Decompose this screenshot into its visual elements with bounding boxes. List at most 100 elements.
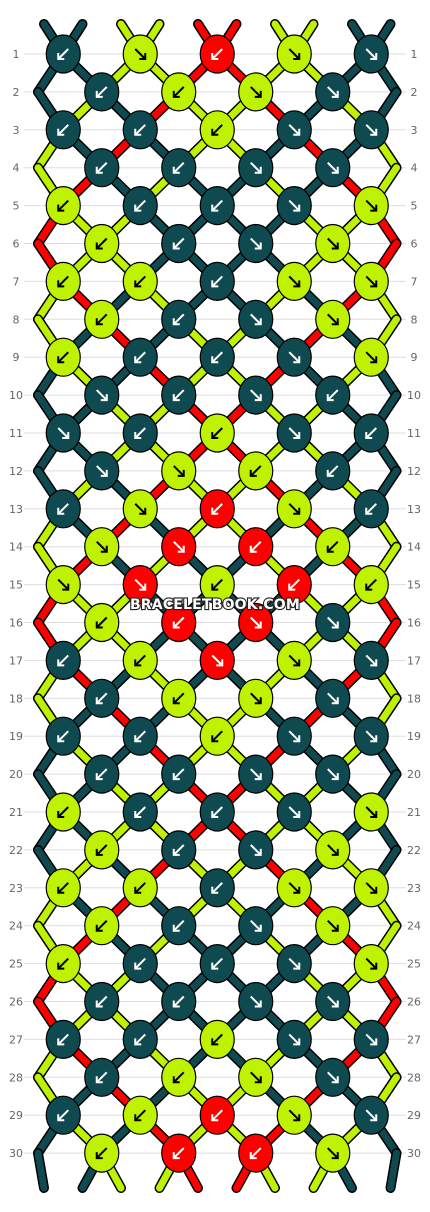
knot-arrow-icon xyxy=(57,1109,69,1121)
string-top-label: B xyxy=(271,10,279,21)
knot xyxy=(161,451,197,491)
row-number-right: 12 xyxy=(407,465,421,478)
string-top-label: A xyxy=(387,10,395,21)
knot-arrow-icon xyxy=(211,578,223,591)
knot-arrow-icon xyxy=(365,654,377,667)
knot-arrow-icon xyxy=(173,540,185,553)
knot xyxy=(353,1019,389,1060)
knot-arrow-head-icon xyxy=(211,507,219,515)
knot-arrow-head-icon xyxy=(62,583,70,591)
knot-arrow-icon xyxy=(96,692,108,705)
knot xyxy=(315,602,351,643)
knot xyxy=(238,1057,274,1097)
knot-arrow-icon xyxy=(288,1109,300,1121)
knot-arrow-icon xyxy=(288,578,300,591)
knot xyxy=(199,34,235,74)
row-number-right: 24 xyxy=(407,920,421,933)
knot xyxy=(161,981,197,1022)
knot xyxy=(161,678,197,718)
knot-arrow-icon xyxy=(57,124,69,136)
knot-arrow-head-icon xyxy=(95,1076,103,1084)
knot xyxy=(122,564,158,605)
knot xyxy=(199,943,235,984)
knot-arrow-head-icon xyxy=(331,318,339,326)
knot-arrow-icon xyxy=(250,1147,262,1159)
knot-arrow-icon xyxy=(173,844,185,856)
knot-arrow-head-icon xyxy=(57,1114,65,1122)
knot xyxy=(45,110,81,150)
knot xyxy=(122,868,158,908)
knot-arrow-head-icon xyxy=(254,318,262,326)
row-number-right: 17 xyxy=(407,654,421,667)
string-top-label: B xyxy=(117,10,125,21)
knot-arrow-icon xyxy=(134,578,146,591)
knot xyxy=(238,299,274,339)
knot-arrow-icon xyxy=(365,275,377,288)
knot xyxy=(199,489,235,529)
row-number-right: 22 xyxy=(407,844,421,857)
knot-arrow-icon xyxy=(96,161,108,174)
row-number-left: 25 xyxy=(9,958,23,971)
knot-arrow-head-icon xyxy=(254,166,262,174)
knot-arrow-icon xyxy=(288,882,300,894)
knot xyxy=(353,110,389,150)
knot xyxy=(238,527,274,567)
knot-arrow-head-icon xyxy=(254,1000,262,1008)
knot-arrow-icon xyxy=(96,616,108,629)
knot xyxy=(45,337,81,377)
knot xyxy=(122,1019,158,1060)
knot-arrow-head-icon xyxy=(331,924,339,932)
knot-arrow-head-icon xyxy=(134,1114,142,1122)
knot-arrow-head-icon xyxy=(95,318,103,326)
knot-arrow-head-icon xyxy=(365,583,373,591)
knot-arrow-icon xyxy=(327,540,339,553)
knot-arrow-icon xyxy=(327,1147,339,1159)
knot-arrow-head-icon xyxy=(331,621,339,629)
knot-arrow-icon xyxy=(173,161,185,174)
knot-arrow-head-icon xyxy=(293,204,301,212)
knot xyxy=(45,868,81,908)
knot xyxy=(315,1057,351,1097)
knot xyxy=(122,716,158,756)
row-number-right: 11 xyxy=(407,427,421,440)
knot-arrow-head-icon xyxy=(177,469,185,477)
knot-arrow-icon xyxy=(288,654,300,667)
knot-arrow-icon xyxy=(173,1071,185,1084)
knot xyxy=(45,564,81,605)
knot-arrow-head-icon xyxy=(57,280,65,288)
row-number-right: 21 xyxy=(407,806,421,819)
knot-arrow-icon xyxy=(250,237,262,250)
knot-arrow-icon xyxy=(365,1109,377,1121)
knot-arrow-head-icon xyxy=(211,1114,219,1122)
knot xyxy=(315,527,351,567)
knot xyxy=(276,413,312,453)
knot-arrow-icon xyxy=(96,389,108,401)
knot xyxy=(353,716,389,756)
knot-arrow-head-icon xyxy=(254,242,262,250)
row-number-right: 23 xyxy=(407,882,421,895)
knot xyxy=(276,1019,312,1060)
row-number-right: 6 xyxy=(411,238,418,251)
knot xyxy=(161,72,197,112)
knot xyxy=(45,640,81,681)
string-bottom-label: A xyxy=(348,1194,356,1205)
knot-arrow-head-icon xyxy=(211,583,219,591)
knot xyxy=(315,299,351,339)
knot-arrow-head-icon xyxy=(249,469,257,477)
knot xyxy=(84,906,120,946)
knot-arrow-head-icon xyxy=(331,166,339,174)
knot-arrow-head-icon xyxy=(288,583,296,591)
knot-arrow-icon xyxy=(173,995,185,1008)
row-number-right: 5 xyxy=(411,200,418,213)
string-top-label: C xyxy=(194,10,201,21)
knot-arrow-head-icon xyxy=(331,848,339,856)
knot-arrow-head-icon xyxy=(254,621,262,629)
knot-arrow-icon xyxy=(211,48,223,60)
knot-arrow-head-icon xyxy=(216,659,224,667)
knot-arrow-head-icon xyxy=(134,204,142,212)
knot xyxy=(45,413,81,453)
knot xyxy=(122,640,158,681)
row-number-left: 15 xyxy=(9,579,23,592)
knot xyxy=(84,451,120,491)
